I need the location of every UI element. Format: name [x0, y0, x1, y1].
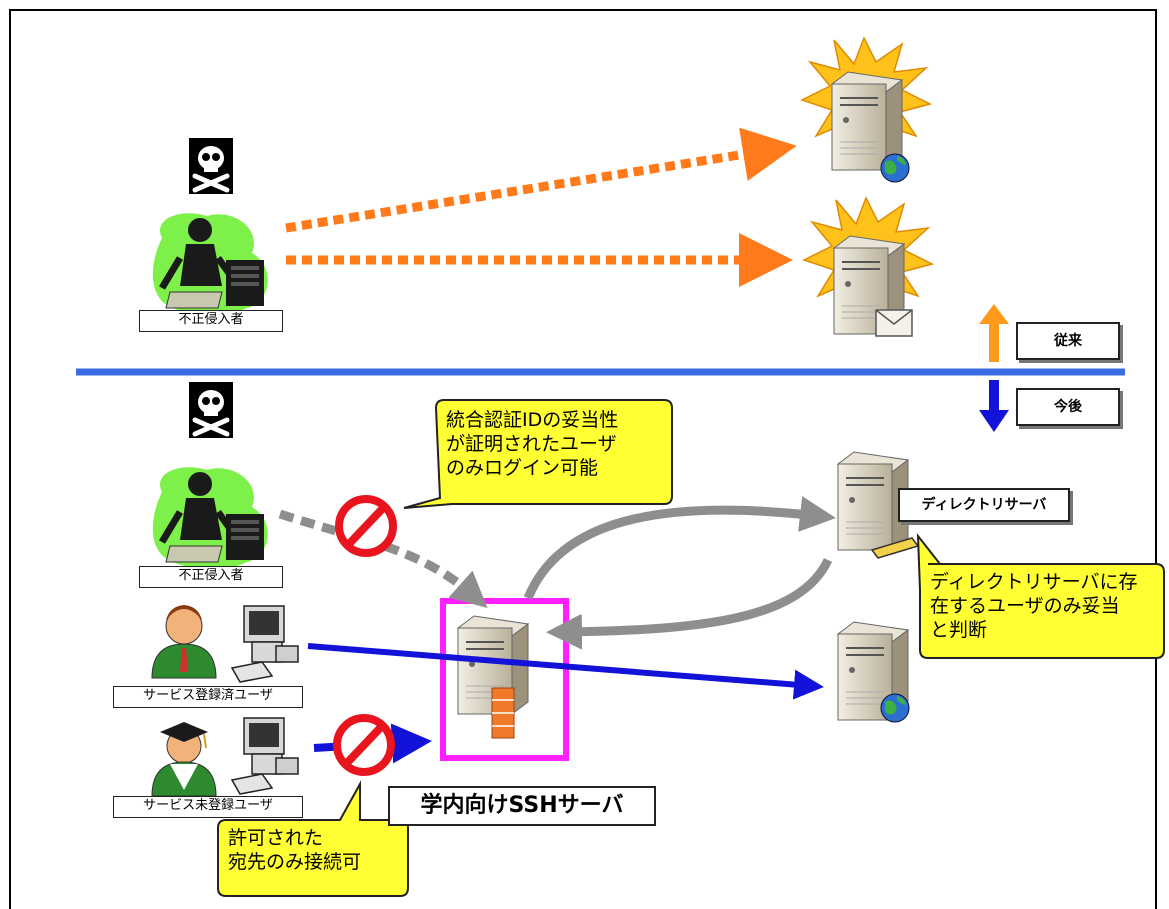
- ssh-server-label: 学内向けSSHサーバ: [388, 786, 656, 826]
- auth-callout-text: 統合認証IDの妥当性 が証明されたユーザ のみログイン可能: [446, 409, 619, 479]
- intruder-label: 不正侵入者: [139, 566, 283, 588]
- computer-icon: [231, 605, 299, 683]
- graduate-icon: [151, 722, 217, 797]
- prohibited-icon: [339, 499, 393, 553]
- globe-icon: [880, 693, 910, 723]
- auth-response-arrow: [546, 557, 833, 650]
- destination-callout-text: 許可された 宛先のみ接続可: [228, 827, 362, 873]
- skull-icon: [189, 138, 233, 194]
- unregistered-user-label: サービス未登録ユーザ: [113, 796, 303, 818]
- intruder-label: 不正侵入者: [139, 310, 283, 332]
- down-arrow-icon: [979, 380, 1009, 432]
- globe-icon: [880, 153, 910, 183]
- ssh-server-highlight: [440, 598, 569, 761]
- user-icon: [151, 605, 217, 679]
- hacker-icon: [153, 213, 268, 315]
- diagram-frame: [9, 9, 1157, 909]
- computer-icon: [231, 717, 299, 795]
- directory-callout-shape: [916, 532, 1165, 659]
- after-tag: 今後: [1016, 388, 1120, 426]
- allowed-connection-arrow: [307, 643, 824, 700]
- mail-icon: [875, 309, 913, 337]
- directory-callout-text: ディレクトリサーバに存 在するユーザのみ妥当 と判断: [930, 571, 1138, 641]
- hacker-icon: [153, 467, 268, 569]
- auth-callout-shape: [403, 399, 673, 509]
- before-tag: 従来: [1016, 322, 1120, 360]
- directory-server-label: ディレクトリサーバ: [898, 488, 1070, 522]
- firewall-icon: [491, 687, 515, 739]
- up-arrow-icon: [979, 304, 1009, 362]
- auth-query-arrow: [523, 496, 836, 600]
- attack-arrow: [285, 127, 797, 233]
- prohibited-icon: [337, 718, 391, 772]
- registered-user-label: サービス登録済ユーザ: [113, 686, 303, 708]
- skull-icon: [189, 382, 233, 438]
